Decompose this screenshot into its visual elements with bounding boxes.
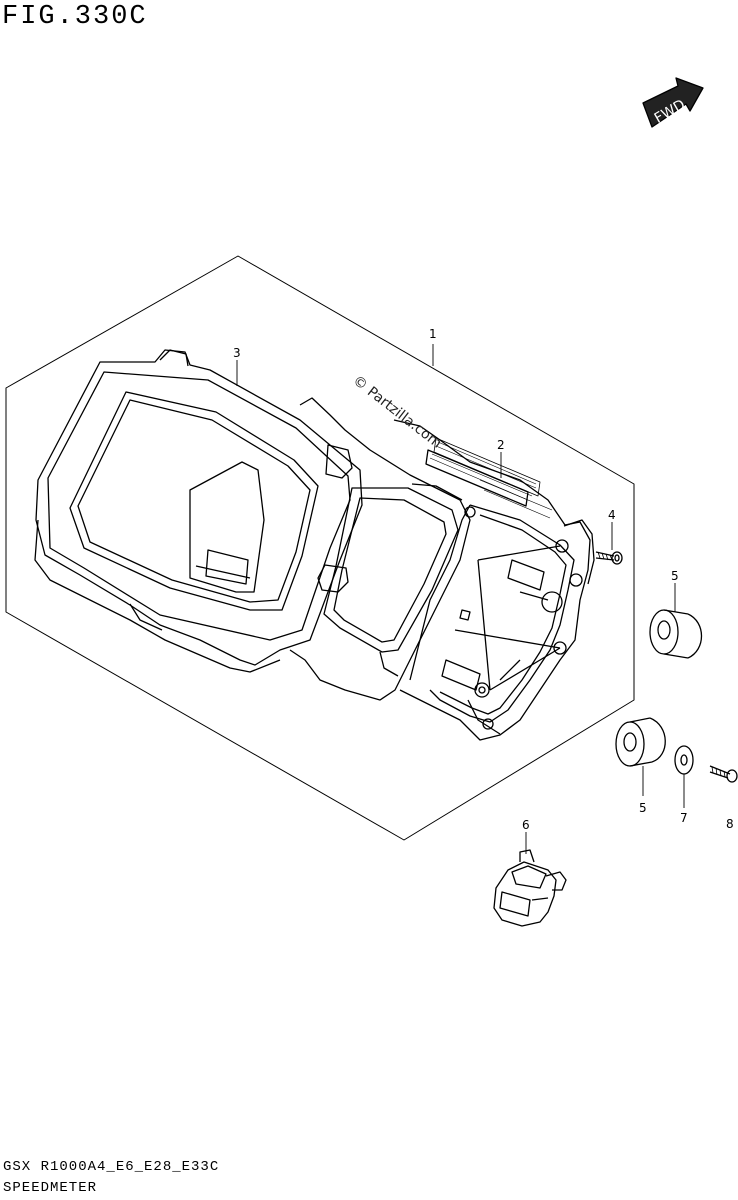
callout-7: 7	[680, 811, 688, 825]
grommet-part-5-lower	[615, 717, 666, 767]
washer-part-7	[674, 745, 694, 775]
fwd-arrow-icon: FWD	[642, 77, 704, 128]
meter-rear-case	[393, 419, 595, 741]
callout-labels: 1 2 3 4 5 5 6 7 8	[233, 327, 734, 832]
figure-label: FIG.330C	[2, 2, 148, 32]
watermark: © Partzilla.com	[350, 373, 445, 452]
callout-6: 6	[522, 818, 530, 832]
callout-2: 2	[497, 438, 505, 452]
diagram-code: GSX R1000A4_E6_E28_E33C	[3, 1159, 220, 1175]
screw-part-4	[595, 551, 623, 565]
leader-lines	[236, 344, 685, 854]
callout-8: 8	[726, 817, 734, 831]
assembly-outline	[5, 255, 635, 841]
callout-1: 1	[429, 327, 437, 341]
connector-part-6	[493, 849, 567, 927]
callout-5-lower: 5	[639, 801, 647, 815]
screw-part-8	[709, 765, 738, 783]
callout-5-upper: 5	[671, 569, 679, 583]
callout-3: 3	[233, 346, 241, 360]
display-unit	[289, 397, 471, 701]
grommet-part-5-upper	[649, 609, 702, 659]
meter-front-cover	[34, 349, 363, 673]
section-title: SPEEDMETER	[3, 1180, 98, 1196]
callout-4: 4	[608, 508, 616, 522]
